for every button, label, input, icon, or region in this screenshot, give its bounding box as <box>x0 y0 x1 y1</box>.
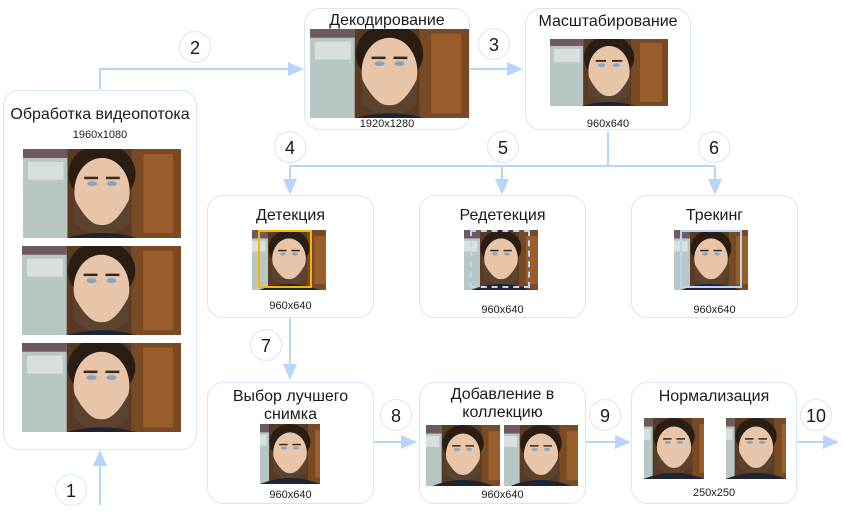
step-badge-1: 1 <box>55 474 87 506</box>
node-title-line-1: Добавление в <box>450 386 555 403</box>
node-tracking: Трекинг 960x640 <box>631 195 798 318</box>
scaled-frame-image <box>550 39 668 106</box>
node-title: Редетекция <box>459 207 546 224</box>
step-badge-7: 7 <box>250 329 282 361</box>
step-badge-2: 2 <box>179 31 211 63</box>
node-resolution: 1960x1080 <box>72 129 128 141</box>
face-dashed-box <box>470 230 530 288</box>
arrowhead-1 <box>93 450 107 466</box>
step-badge-9: 9 <box>589 399 621 431</box>
collection-image-2 <box>504 425 578 486</box>
node-resolution: 960x640 <box>269 300 312 312</box>
step-badge-10: 10 <box>800 399 832 431</box>
decoded-frame-image <box>310 29 469 118</box>
node-resolution: 1920x1280 <box>359 118 415 130</box>
node-redetection: Редетекция 960x640 <box>419 195 586 318</box>
node-title: Трекинг <box>685 207 744 224</box>
node-resolution: 960x640 <box>693 304 736 316</box>
detection-image <box>252 230 326 290</box>
node-resolution: 960x640 <box>586 118 630 130</box>
node-detection: Детекция 960x640 <box>207 195 374 318</box>
frame-thumbnail-3 <box>22 343 181 432</box>
node-title-line-1: Выбор лучшего <box>232 388 349 405</box>
node-resolution: 960x640 <box>481 304 524 316</box>
node-resolution: 960x640 <box>269 489 312 501</box>
node-video-stream: Обработка видеопотока 1960x1080 <box>3 90 197 450</box>
node-title: Обработка видеопотока <box>10 106 190 123</box>
redetection-image <box>464 230 538 290</box>
step-badge-3: 3 <box>478 28 510 60</box>
node-scaling: Масштабирование 960x640 <box>525 8 691 130</box>
node-resolution: 250x250 <box>692 487 736 499</box>
step-badge-4: 4 <box>274 131 306 163</box>
node-title: Масштабирование <box>538 13 678 30</box>
node-add-to-collection: Добавление в коллекцию 960x640 <box>419 382 586 504</box>
node-resolution: 960x640 <box>481 489 524 501</box>
normalized-face-2 <box>726 418 786 479</box>
node-title: Детекция <box>255 207 325 224</box>
step-badge-5: 5 <box>487 131 519 163</box>
best-shot-image <box>260 424 320 484</box>
node-title: Декодирование <box>329 12 445 29</box>
frame-thumbnail-2 <box>22 246 181 335</box>
node-title-line-2: коллекцию <box>462 404 543 421</box>
step-badge-8: 8 <box>380 399 412 431</box>
node-decoding: Декодирование 1920x1280 <box>304 8 470 130</box>
node-best-shot: Выбор лучшего снимка 960x640 <box>207 382 374 504</box>
tracking-image <box>674 230 748 290</box>
node-normalization: Нормализация 250x250 <box>631 382 797 504</box>
node-title-line-2: снимка <box>263 406 318 423</box>
node-title: Нормализация <box>658 388 770 405</box>
collection-image-1 <box>426 425 500 486</box>
face-track-box <box>680 230 742 288</box>
step-badge-6: 6 <box>698 131 730 163</box>
frame-thumbnail-1 <box>23 149 181 238</box>
face-bounding-box <box>258 230 312 288</box>
normalized-face-1 <box>644 418 704 479</box>
